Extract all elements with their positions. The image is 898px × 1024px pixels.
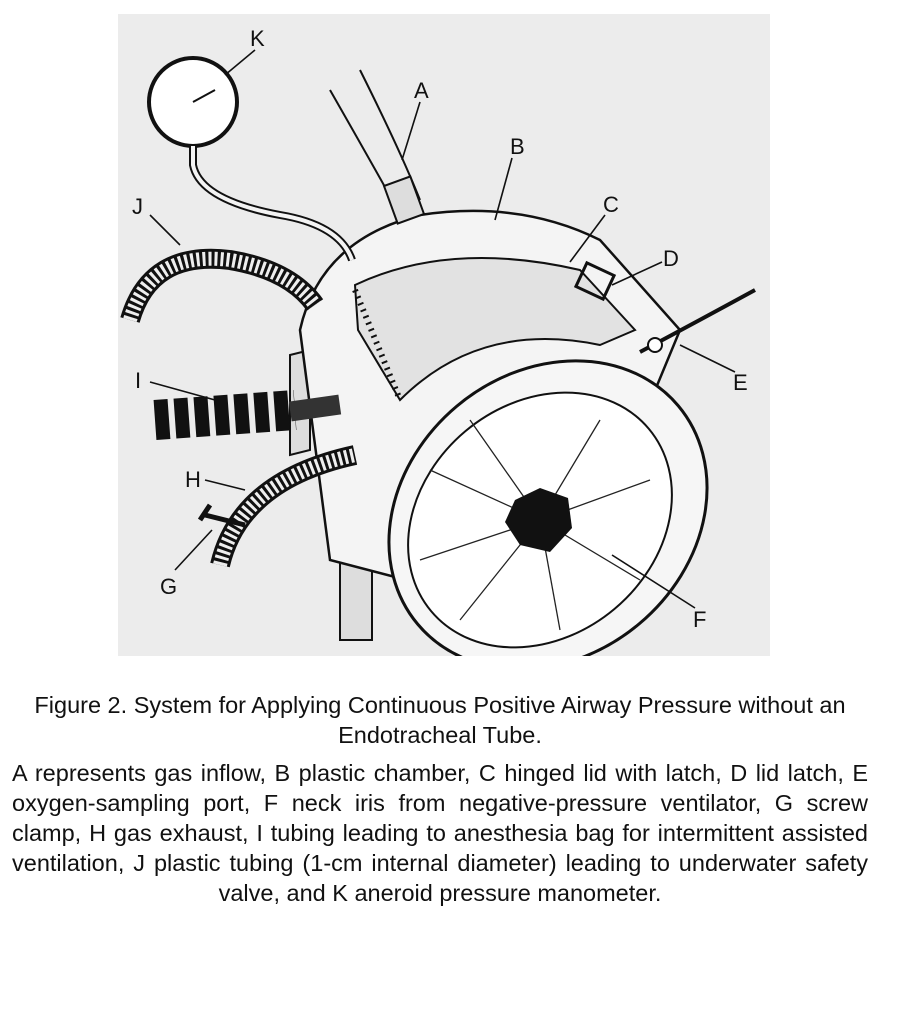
part-labels: A B C D E F G H I J K bbox=[132, 26, 748, 632]
cpap-apparatus-illustration: A B C D E F G H I J K bbox=[118, 14, 770, 656]
label-e: E bbox=[733, 370, 748, 395]
label-b: B bbox=[510, 134, 525, 159]
caption-body: A represents gas inflow, B plastic chamb… bbox=[12, 760, 868, 906]
label-i: I bbox=[135, 368, 141, 393]
figure-caption: Figure 2. System for Applying Continuous… bbox=[12, 690, 868, 908]
apparatus-drawing: A B C D E F G H I J K bbox=[120, 26, 756, 656]
label-k: K bbox=[250, 26, 265, 51]
hinged-lid bbox=[353, 257, 637, 402]
gas-inflow-tube bbox=[382, 175, 426, 225]
label-f: F bbox=[693, 607, 706, 632]
safety-valve-tubing bbox=[120, 248, 324, 324]
screw-clamp bbox=[197, 503, 246, 528]
lid-latch bbox=[573, 260, 617, 302]
label-g: G bbox=[160, 574, 177, 599]
anesthesia-bag-tubing bbox=[153, 390, 297, 440]
label-h: H bbox=[185, 467, 201, 492]
iris-opening bbox=[505, 488, 572, 552]
label-j: J bbox=[132, 194, 143, 219]
caption-title: Figure 2. System for Applying Continuous… bbox=[34, 692, 846, 748]
label-c: C bbox=[603, 192, 619, 217]
label-d: D bbox=[663, 246, 679, 271]
label-a: A bbox=[414, 78, 429, 103]
